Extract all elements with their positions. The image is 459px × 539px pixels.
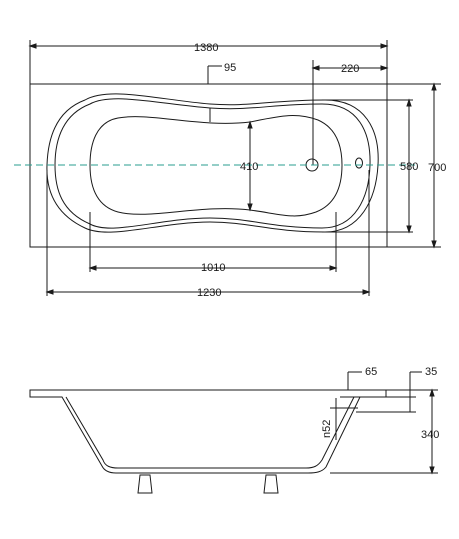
inner-bottom-line <box>89 115 343 217</box>
section-outline <box>29 389 387 474</box>
overflow-ellipse <box>355 157 363 169</box>
dim-label-1380: 1380 <box>194 42 218 54</box>
dim-label-65: 65 <box>365 366 377 378</box>
dim-label-700: 700 <box>428 162 446 174</box>
foot-right <box>263 474 279 494</box>
dim-label-220: 220 <box>341 63 359 75</box>
section-inner-line <box>65 396 355 469</box>
outer-basin-line <box>46 93 379 233</box>
dim-label-95: 95 <box>224 62 236 74</box>
dim-label-580: 580 <box>400 161 418 173</box>
dim-label-35: 35 <box>425 366 437 378</box>
dim-label-1230: 1230 <box>197 287 221 299</box>
dim-label-n52: n52 <box>321 420 333 438</box>
foot-left <box>137 474 153 494</box>
dim-label-340: 340 <box>421 429 439 441</box>
dim-label-410: 410 <box>240 161 258 173</box>
outer-basin-inner-line <box>54 98 371 229</box>
dim-label-1010: 1010 <box>201 262 225 274</box>
